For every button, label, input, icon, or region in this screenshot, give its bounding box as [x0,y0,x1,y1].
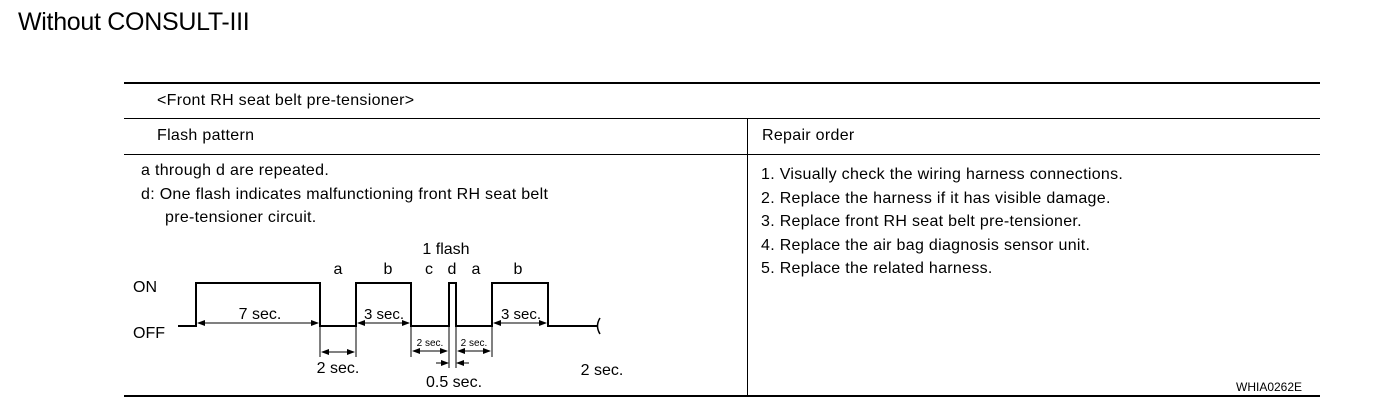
section-divider [124,118,1320,119]
seven-sec-label: 7 sec. [239,306,282,323]
segment-letter: d [448,261,457,278]
repair-steps-list: 1. Visually check the wiring harness con… [761,163,1123,281]
segment-letter: c [425,261,433,278]
segment-letter: a [472,261,481,278]
table-bottom-rule [124,395,1320,397]
repair-step: 4. Replace the air bag diagnosis sensor … [761,236,1091,254]
flash-description-line-2: d: One flash indicates malfunctioning fr… [141,186,549,203]
two-sec-small-label: 2 sec. [461,338,488,349]
three-sec-label: 3 sec. [364,306,404,323]
one-flash-label: 1 flash [422,241,469,258]
state-off-label: OFF [133,325,165,342]
section-title: <Front RH seat belt pre-tensioner> [157,92,415,109]
signal-waveform [178,282,597,327]
repair-step: 2. Replace the harness if it has visible… [761,189,1111,207]
flash-description-line-3: pre-tensioner circuit. [165,209,317,226]
segment-letter: a [334,261,343,278]
segment-letter: b [384,261,393,278]
two-sec-label: 2 sec. [581,362,624,379]
header-repair-order: Repair order [762,127,855,144]
column-divider [747,118,748,396]
two-sec-label: 2 sec. [317,360,360,377]
segment-letter: b [514,261,523,278]
header-flash-pattern: Flash pattern [157,127,255,144]
table-top-rule [124,82,1320,84]
state-on-label: ON [133,279,157,296]
waveform-break-icon [596,317,601,335]
header-divider [124,154,1320,155]
three-sec-label: 3 sec. [501,306,541,323]
figure-id: WHIA0262E [1236,380,1303,394]
repair-step: 1. Visually check the wiring harness con… [761,166,1124,183]
flash-description-line-1: a through d are repeated. [141,162,330,179]
repair-step: 5. Replace the related harness. [761,260,993,277]
page-title: Without CONSULT-III [18,8,250,36]
two-sec-small-label: 2 sec. [417,338,444,349]
repair-step: 3. Replace front RH seat belt pre-tensio… [761,213,1082,230]
half-sec-label: 0.5 sec. [426,374,482,391]
